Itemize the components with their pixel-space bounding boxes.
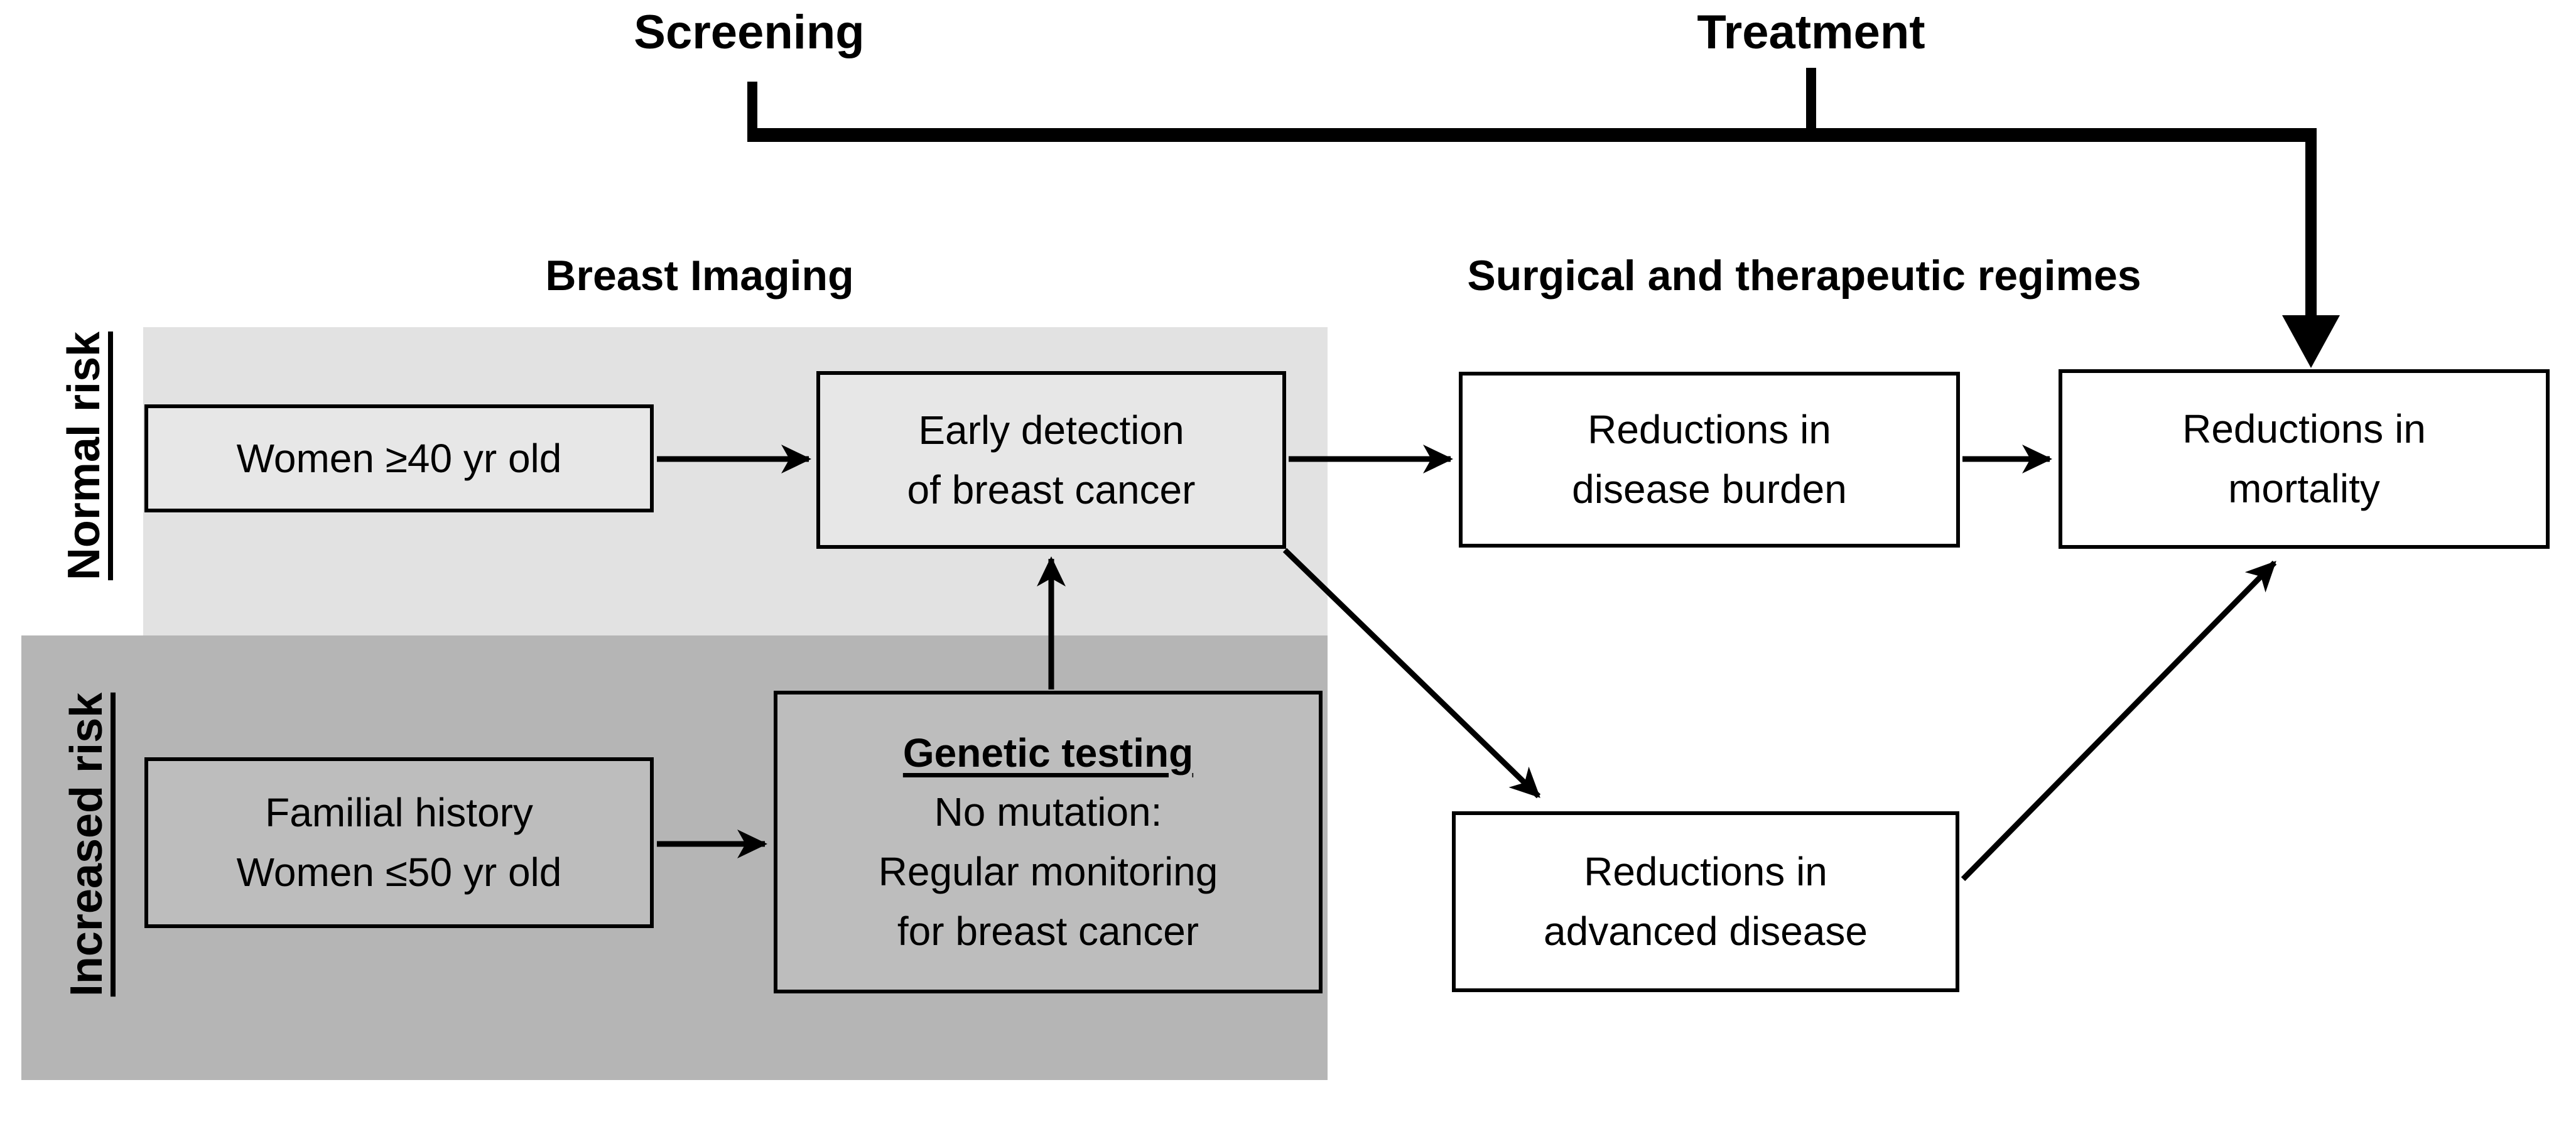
early-detection-box: Early detection of breast cancer (816, 371, 1286, 549)
mortality-box: Reductions in mortality (2059, 369, 2550, 549)
breast-imaging-header: Breast Imaging (545, 252, 854, 300)
advanced-disease-box: Reductions in advanced disease (1452, 811, 1959, 992)
box-text: of breast cancer (907, 467, 1196, 512)
surgical-regimes-header: Surgical and therapeutic regimes (1467, 252, 2141, 300)
box-text: Women ≥40 yr old (236, 435, 562, 481)
box-text: Familial history (265, 790, 533, 836)
treatment-label: Treatment (1697, 6, 1925, 59)
bracket-arrowhead (2282, 315, 2340, 368)
box-text: mortality (2228, 466, 2380, 511)
familial-history-box: Familial history Women ≤50 yr old (144, 757, 654, 928)
box-text: Women ≤50 yr old (236, 850, 562, 895)
box-text: Early detection (918, 407, 1184, 453)
box-text: disease burden (1572, 467, 1847, 512)
box-text: Regular monitoring (878, 849, 1218, 894)
disease-burden-box: Reductions in disease burden (1459, 372, 1960, 548)
arrow-advanced-disease-to-mortality (1961, 560, 2277, 882)
women-over-40-box: Women ≥40 yr old (144, 404, 654, 512)
box-text: Reductions in (2182, 406, 2426, 452)
box-text: No mutation: (934, 789, 1162, 835)
box-text: Reductions in (1584, 849, 1827, 895)
genetic-testing-title: Genetic testing (902, 730, 1194, 775)
arrow-early-detection-to-advanced-disease (1282, 548, 1541, 799)
box-text: advanced disease (1544, 909, 1868, 954)
genetic-testing-box: Genetic testing No mutation: Regular mon… (774, 691, 1323, 993)
normal-risk-label: Normal risk (59, 331, 109, 581)
box-text: Reductions in (1588, 407, 1831, 453)
increased-risk-label: Increased risk (62, 692, 112, 997)
box-text: for breast cancer (897, 908, 1199, 954)
screening-label: Screening (634, 6, 865, 59)
